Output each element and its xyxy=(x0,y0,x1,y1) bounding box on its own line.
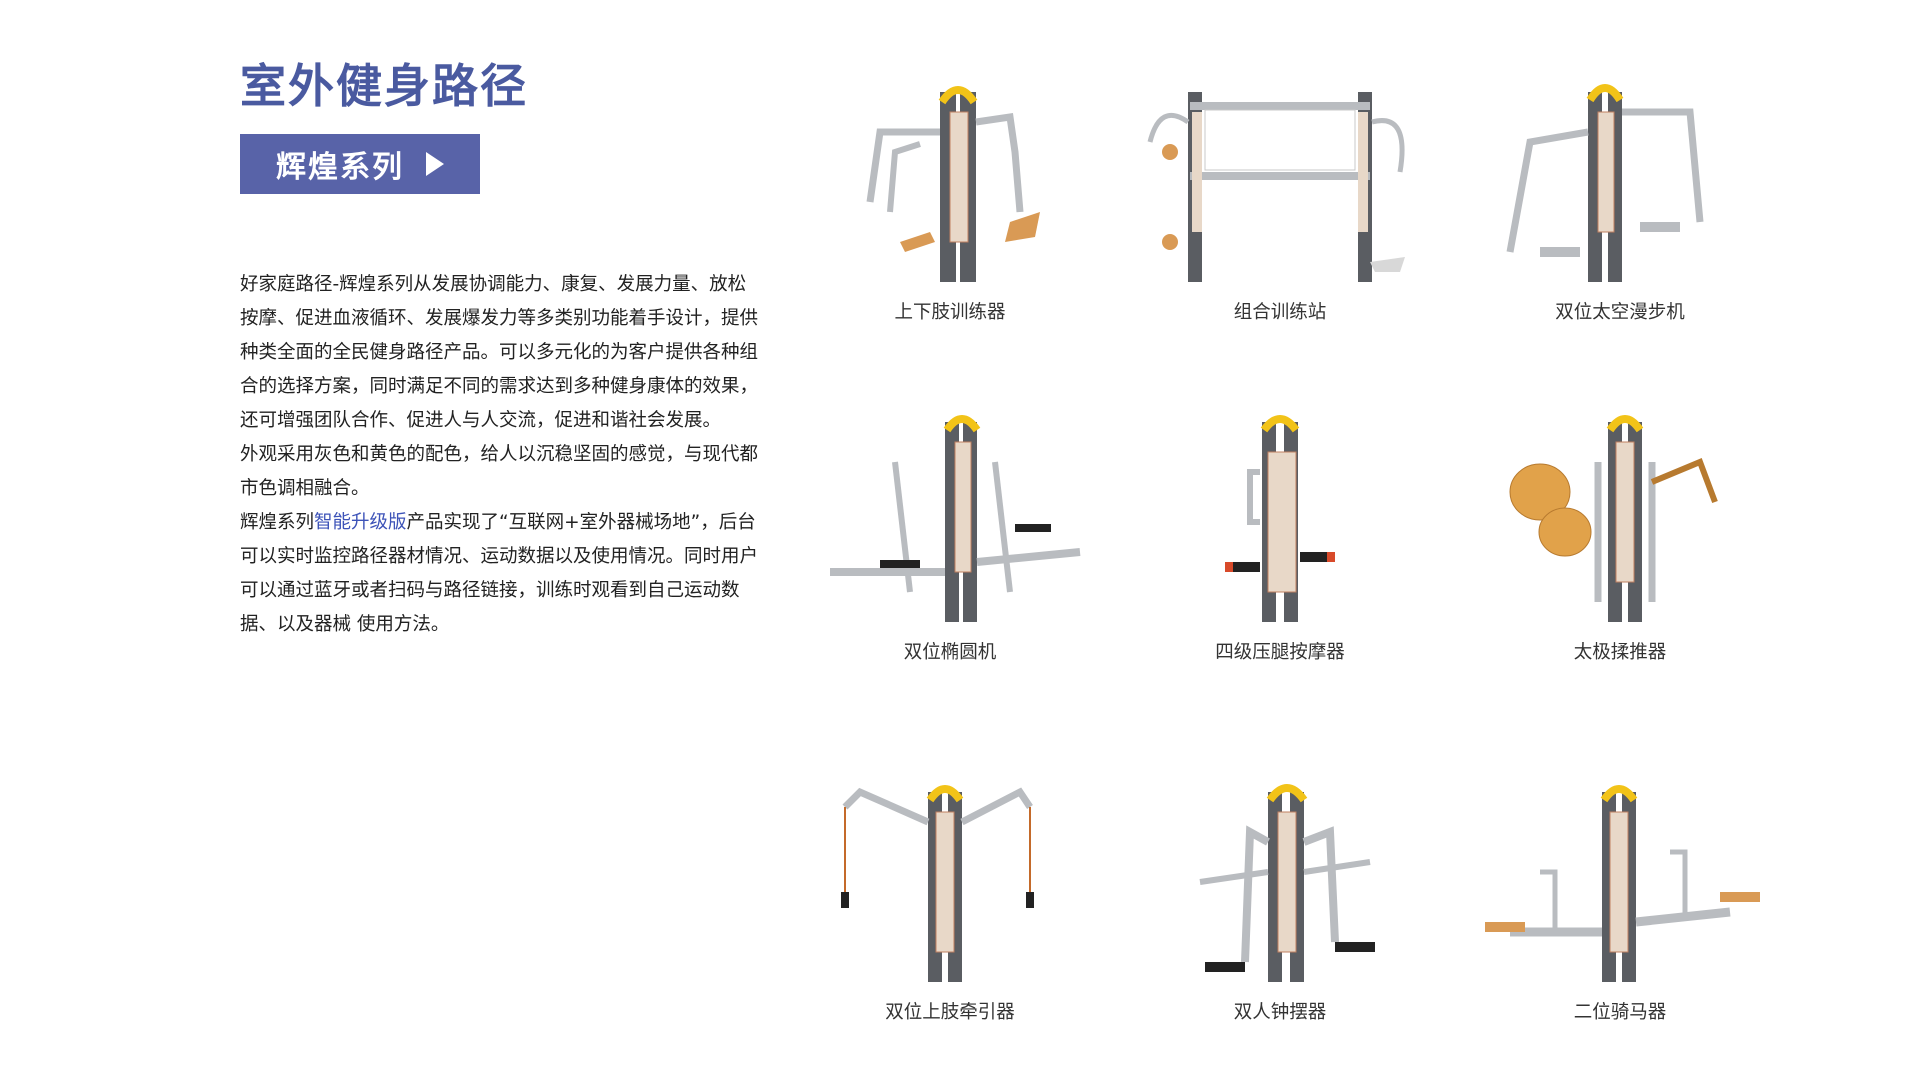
description-p3-prefix: 辉煌系列 xyxy=(240,512,315,533)
product-label: 双位上肢牵引器 xyxy=(885,1002,1015,1023)
double-space-walker-icon xyxy=(1506,84,1704,282)
product-grid: 上下肢训练器 组合训练站 双位太空漫 xyxy=(800,72,1840,1072)
product-label: 二位骑马器 xyxy=(1573,1002,1667,1023)
product-label: 双位太空漫步机 xyxy=(1555,302,1685,323)
product-card[interactable]: 双位椭圆机 xyxy=(800,412,1100,672)
product-card[interactable]: 二位骑马器 xyxy=(1470,772,1770,1032)
double-horse-rider-icon xyxy=(1485,785,1760,982)
description-paragraph-3: 辉煌系列智能升级版产品实现了“互联网+室外器械场地”，后台可以实时监控路径器材情… xyxy=(240,506,760,642)
product-card[interactable]: 双位太空漫步机 xyxy=(1470,72,1770,332)
description-paragraph-2: 外观采用灰色和黄色的配色，给人以沉稳坚固的感觉，与现代都市色调相融合。 xyxy=(240,444,759,499)
play-icon xyxy=(426,152,444,176)
page-title: 室外健身路径 xyxy=(240,59,528,113)
product-card[interactable]: 组合训练站 xyxy=(1130,72,1430,332)
product-label: 双人钟摆器 xyxy=(1233,1002,1327,1023)
product-label: 上下肢训练器 xyxy=(894,302,1006,323)
product-card[interactable]: 太极揉推器 xyxy=(1470,412,1770,672)
smart-upgrade-link[interactable]: 智能升级版 xyxy=(314,512,407,533)
product-card[interactable]: 双人钟摆器 xyxy=(1130,772,1430,1032)
description-p3-suffix: 产品实现了“互联网+室外器械场地”，后台可以实时监控路径器材情况、运动数据以及使… xyxy=(240,512,759,635)
double-pendulum-icon xyxy=(1199,784,1375,982)
product-card[interactable]: 四级压腿按摩器 xyxy=(1130,412,1430,672)
product-card[interactable]: 上下肢训练器 xyxy=(800,72,1100,332)
upper-lower-limb-trainer-icon xyxy=(866,86,1040,282)
taichi-pusher-icon xyxy=(1509,415,1718,622)
series-button-label: 辉煌系列 xyxy=(276,150,404,185)
leg-press-massager-icon xyxy=(1225,415,1335,622)
series-button[interactable]: 辉煌系列 xyxy=(240,134,480,194)
upper-limb-traction-icon xyxy=(841,785,1034,982)
description: 好家庭路径-辉煌系列从发展协调能力、康复、发展力量、放松按摩、促进血液循环、发展… xyxy=(240,268,760,642)
product-card[interactable]: 双位上肢牵引器 xyxy=(800,772,1100,1032)
description-paragraph-1: 好家庭路径-辉煌系列从发展协调能力、康复、发展力量、放松按摩、促进血液循环、发展… xyxy=(240,274,759,431)
product-label: 四级压腿按摩器 xyxy=(1215,642,1345,663)
double-elliptical-machine-icon xyxy=(830,415,1081,622)
product-label: 双位椭圆机 xyxy=(903,642,997,663)
combination-training-station-icon xyxy=(1147,92,1405,282)
product-label: 组合训练站 xyxy=(1233,302,1327,323)
product-label: 太极揉推器 xyxy=(1573,642,1667,663)
